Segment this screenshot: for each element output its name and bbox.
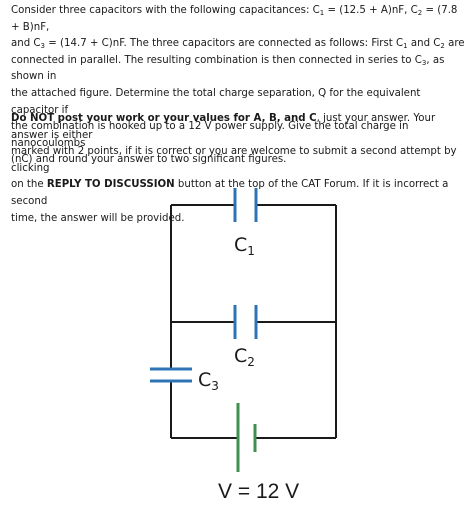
battery	[236, 403, 257, 472]
problem-statement: Consider three capacitors with the follo…	[11, 5, 465, 166]
capacitor-c3	[150, 367, 192, 383]
c3-label: C3	[198, 369, 219, 393]
c1-label: C1	[234, 234, 255, 258]
circuit-wires	[170, 204, 337, 439]
answer-instructions: Do NOT post your work or your values for…	[11, 113, 457, 224]
reply-to-discussion-text: REPLY TO DISCUSSION	[46, 179, 175, 191]
c2-label: C2	[234, 345, 255, 369]
instructions-bold-warning: Do NOT post your work or your values for…	[11, 113, 317, 124]
voltage-label: V = 12 V	[218, 480, 299, 503]
capacitor-c2	[233, 305, 258, 339]
capacitor-c1	[233, 188, 258, 222]
